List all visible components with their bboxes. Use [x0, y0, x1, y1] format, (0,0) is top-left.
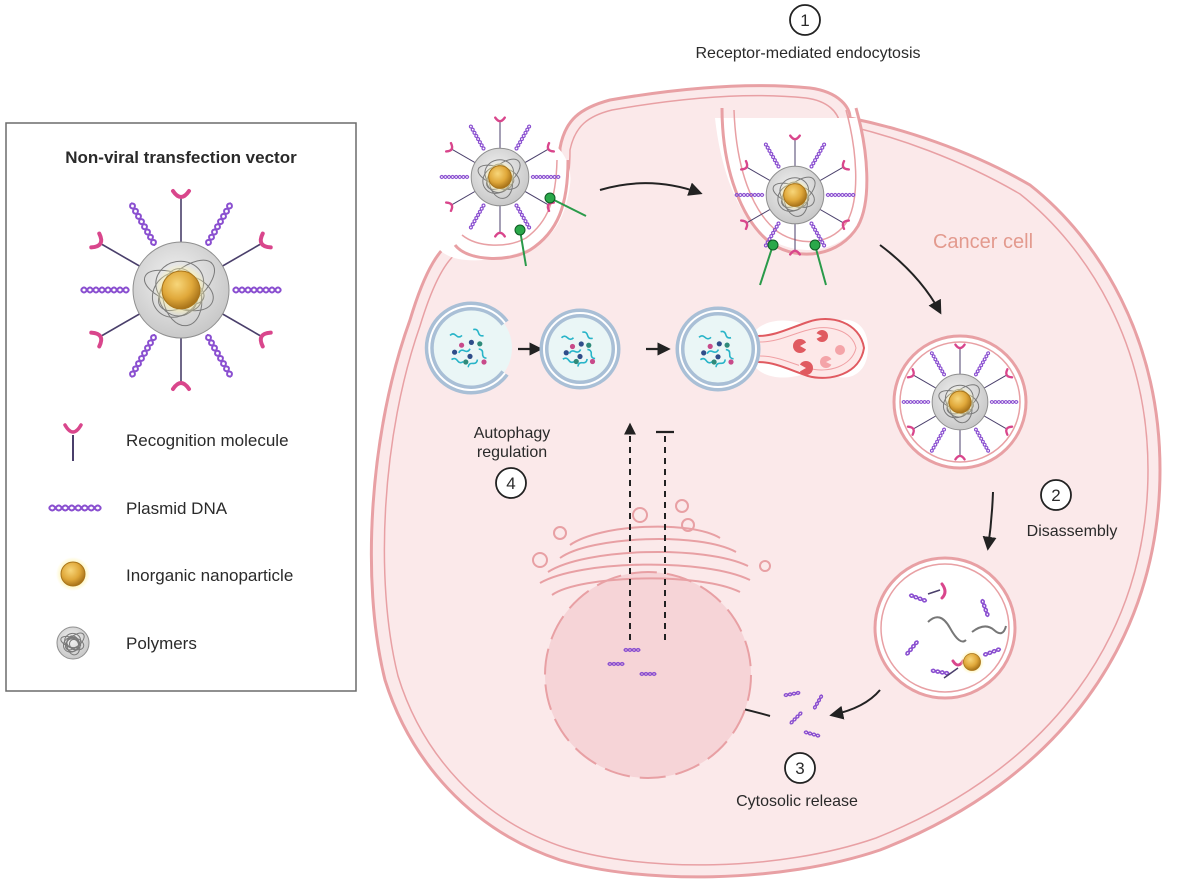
svg-text:4: 4: [506, 474, 515, 493]
lysosomal-enzymes: [793, 330, 845, 375]
phagophore-cargo: [449, 328, 487, 368]
vector-in-endosome: [901, 343, 1019, 461]
step-1-badge: 1: [789, 4, 821, 36]
disassembled-endosome: [873, 556, 1017, 700]
step-1-label: Receptor-mediated endocytosis: [695, 45, 920, 62]
legend-label-nanoparticle: Inorganic nanoparticle: [126, 566, 293, 585]
plasmid-dna-icon: [48, 504, 102, 512]
arrow-disassembly: [982, 491, 997, 551]
legend-label-recognition: Recognition molecule: [126, 431, 289, 450]
step-2-badge: 2: [1040, 479, 1072, 511]
svg-text:3: 3: [795, 759, 804, 778]
step-4-label-line1: Autophagy: [474, 425, 551, 442]
membrane-receptors-left: [514, 192, 587, 267]
step-2-label: Disassembly: [1027, 523, 1118, 540]
nucleus: [544, 571, 752, 779]
vector-binding: [439, 116, 561, 238]
legend-panel: Non-viral transfection vector Recognitio…: [5, 122, 357, 692]
recognition-molecule-icon: [63, 423, 83, 461]
arrow-release: [829, 689, 881, 720]
arrow-to-endosome: [879, 244, 942, 315]
step-4-label-line2: regulation: [477, 444, 547, 461]
autolysosome-cargo: [698, 330, 734, 368]
svg-text:2: 2: [1051, 486, 1060, 505]
arrow-endocytosis: [599, 182, 703, 196]
vector-internalizing: [734, 134, 856, 256]
autophagosome: [539, 308, 621, 390]
phagophore: [424, 301, 512, 395]
step-3-badge: 3: [784, 752, 816, 784]
svg-text:1: 1: [800, 11, 809, 30]
step-3-label: Cytosolic release: [736, 793, 858, 810]
transfection-vector-illustration: [80, 189, 282, 391]
step-4-badge: 4: [495, 467, 527, 499]
legend-label-plasmid: Plasmid DNA: [126, 499, 228, 518]
autophagosome-lysosome-fusion: [675, 306, 868, 392]
autophagosome-cargo: [560, 331, 596, 367]
inorganic-nanoparticle-icon: [56, 557, 90, 591]
endoplasmic-reticulum: [532, 499, 771, 596]
membrane-receptors-right: [759, 239, 827, 286]
polymers-icon: [56, 626, 90, 660]
cell-label: Cancer cell: [933, 231, 1033, 253]
legend-title: Non-viral transfection vector: [65, 148, 297, 167]
autophagy-regulation-arrows: [624, 422, 674, 640]
legend-label-polymers: Polymers: [126, 634, 197, 653]
